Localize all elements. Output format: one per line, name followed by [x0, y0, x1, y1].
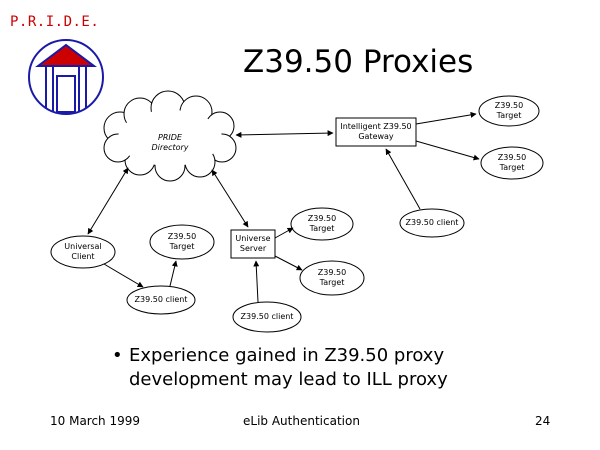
pride-directory-label: PRIDE Directory — [151, 133, 189, 152]
target-top-right-ellipse — [478, 95, 540, 127]
edge-directory-universe-server — [211, 169, 249, 228]
target-left-label: Z39.50 Target — [167, 232, 197, 251]
target-right-label: Z39.50 Target — [497, 153, 527, 172]
target-mid-lower-ellipse — [299, 260, 365, 296]
edge-client-left-target-left — [169, 260, 178, 287]
universal-client-label: Universal Client — [64, 242, 102, 261]
edge-directory-universal-client — [87, 167, 129, 235]
gateway-box — [335, 117, 417, 147]
edge-gateway-target-top-right — [415, 111, 477, 125]
bullet-text: Experience gained in Z39.50 proxy develo… — [129, 345, 448, 390]
target-mid-upper-ellipse — [290, 207, 354, 241]
universal-client-ellipse — [50, 235, 116, 269]
client-right-label: Z39.50 client — [405, 218, 459, 227]
edge-gateway-target-right — [415, 140, 480, 161]
target-left-ellipse — [149, 224, 215, 260]
target-top-right-label: Z39.50 Target — [494, 101, 524, 120]
target-mid-upper-label: Z39.50 Target — [307, 214, 337, 233]
footer-date: 10 March 1999 — [50, 414, 141, 428]
client-bottom-label: Z39.50 client — [240, 312, 294, 321]
footer-page-number: 24 — [535, 414, 551, 428]
client-left-ellipse — [126, 285, 196, 315]
universe-server-label: Universe Server — [235, 234, 271, 253]
slide-title: Z39.50 Proxies — [243, 44, 474, 80]
edge-client-right-gateway — [385, 148, 421, 210]
universe-server-box — [230, 229, 276, 259]
edge-universe-server-target-mid-lower — [274, 255, 303, 271]
edge-directory-gateway — [235, 130, 334, 138]
client-right-ellipse — [399, 208, 465, 238]
gateway-label: Intelligent Z39.50 Gateway — [340, 122, 412, 141]
client-left-label: Z39.50 client — [134, 295, 188, 304]
bullet-item: • Experience gained in Z39.50 proxy deve… — [112, 344, 552, 392]
footer-center: eLib Authentication — [243, 414, 360, 428]
pride-directory-cloud — [103, 90, 237, 182]
target-mid-lower-label: Z39.50 Target — [317, 268, 347, 287]
client-bottom-ellipse — [232, 301, 302, 333]
target-right-ellipse — [480, 146, 544, 180]
bullet-marker: • — [112, 345, 123, 366]
pride-logo-text: P.R.I.D.E. — [10, 14, 100, 30]
pride-logo-icon — [28, 39, 104, 115]
edge-universe-server-target-mid-upper — [274, 227, 294, 239]
edge-client-bottom-universe-server — [253, 260, 260, 303]
edge-universal-client-client-left — [103, 263, 144, 288]
